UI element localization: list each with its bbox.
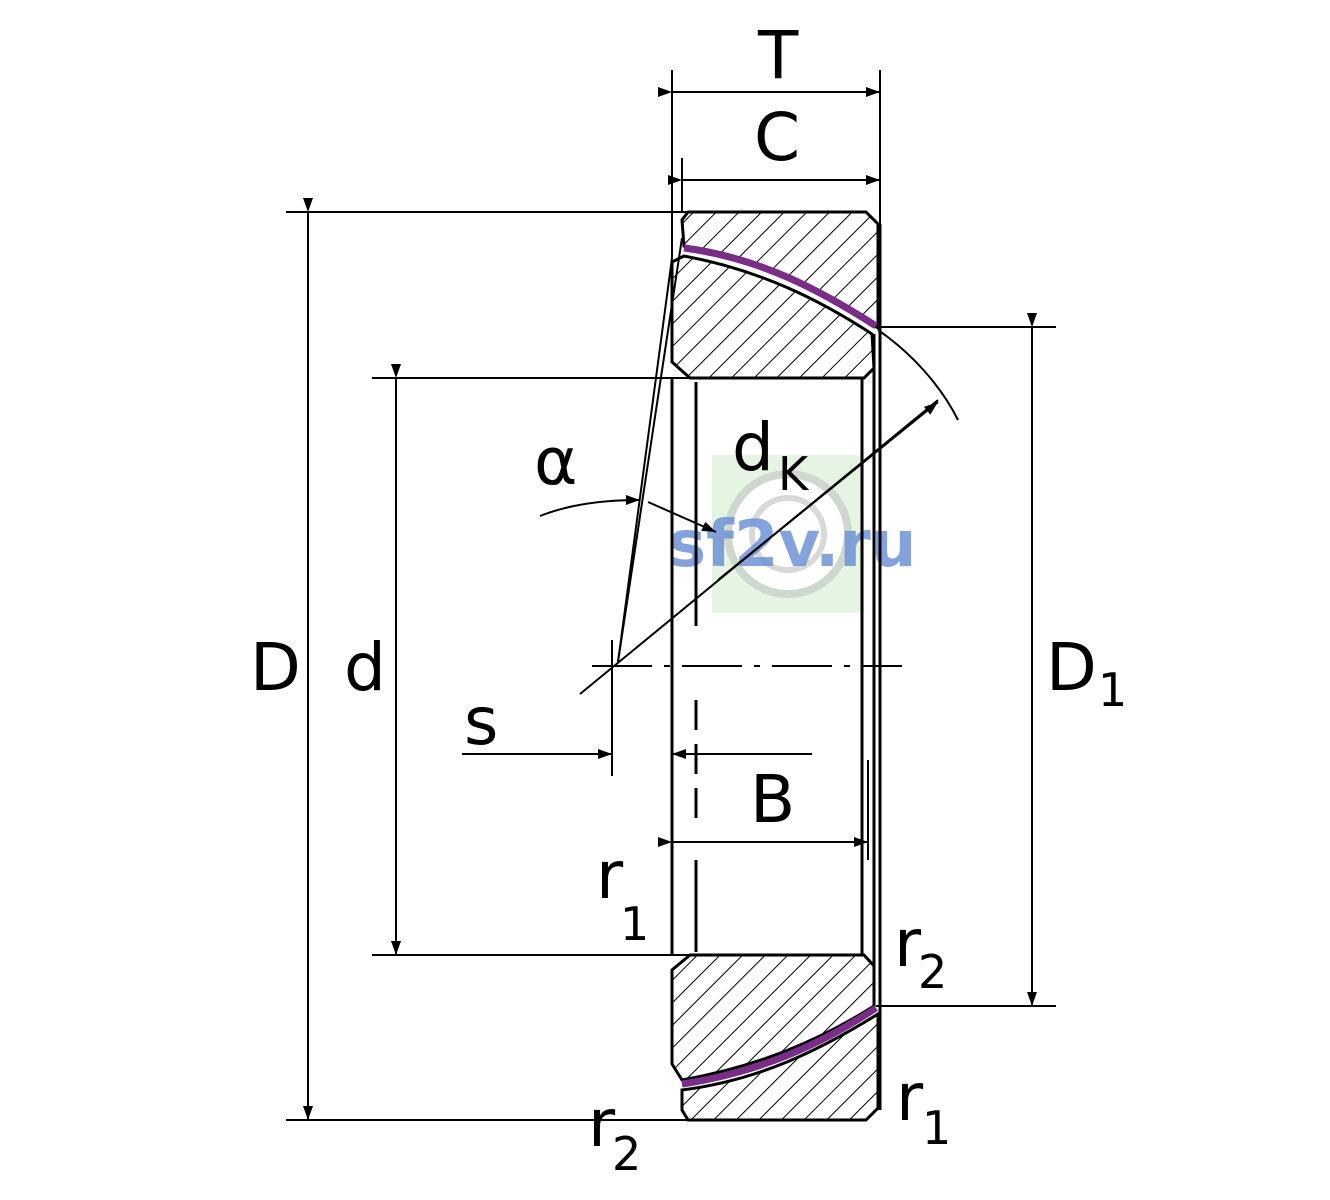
dimension-lines bbox=[303, 87, 1037, 1120]
label-s: s bbox=[464, 683, 498, 760]
label-r1-inner: r bbox=[596, 837, 624, 914]
dim-line-alpha-arrow bbox=[647, 501, 717, 533]
label-D1: D bbox=[1046, 629, 1097, 706]
label-r2-right-subscript: 2 bbox=[918, 945, 947, 999]
label-dK-subscript: K bbox=[778, 447, 810, 501]
label-alpha: α bbox=[534, 423, 578, 500]
label-dK: d bbox=[732, 409, 774, 486]
dim-arc-alpha bbox=[539, 495, 641, 517]
label-B: B bbox=[750, 761, 795, 838]
label-D: D bbox=[250, 629, 301, 706]
bearing-logo-inner-ring bbox=[749, 495, 827, 573]
label-r2-right: r bbox=[894, 905, 922, 982]
label-r1-inner-subscript: 1 bbox=[620, 897, 649, 951]
dimension-labels: T C D d D 1 d K α s B r 1 r 2 r 2 r 1 bbox=[250, 17, 1127, 1181]
contact-surface-lower bbox=[681, 1005, 878, 1088]
outer-ring-lower bbox=[680, 1011, 880, 1122]
label-r1-bottom-subscript: 1 bbox=[922, 1101, 951, 1155]
label-T: T bbox=[757, 17, 799, 94]
inner-ring-upper bbox=[670, 254, 876, 380]
dim-line-dK bbox=[717, 401, 939, 581]
label-d: d bbox=[344, 629, 386, 706]
label-r2-bottom-subscript: 2 bbox=[612, 1127, 641, 1181]
contact-surface-upper bbox=[683, 244, 878, 329]
label-C: C bbox=[754, 99, 800, 176]
label-r2-bottom: r bbox=[588, 1085, 616, 1162]
label-r1-bottom: r bbox=[896, 1059, 924, 1136]
label-D1-subscript: 1 bbox=[1098, 663, 1127, 717]
